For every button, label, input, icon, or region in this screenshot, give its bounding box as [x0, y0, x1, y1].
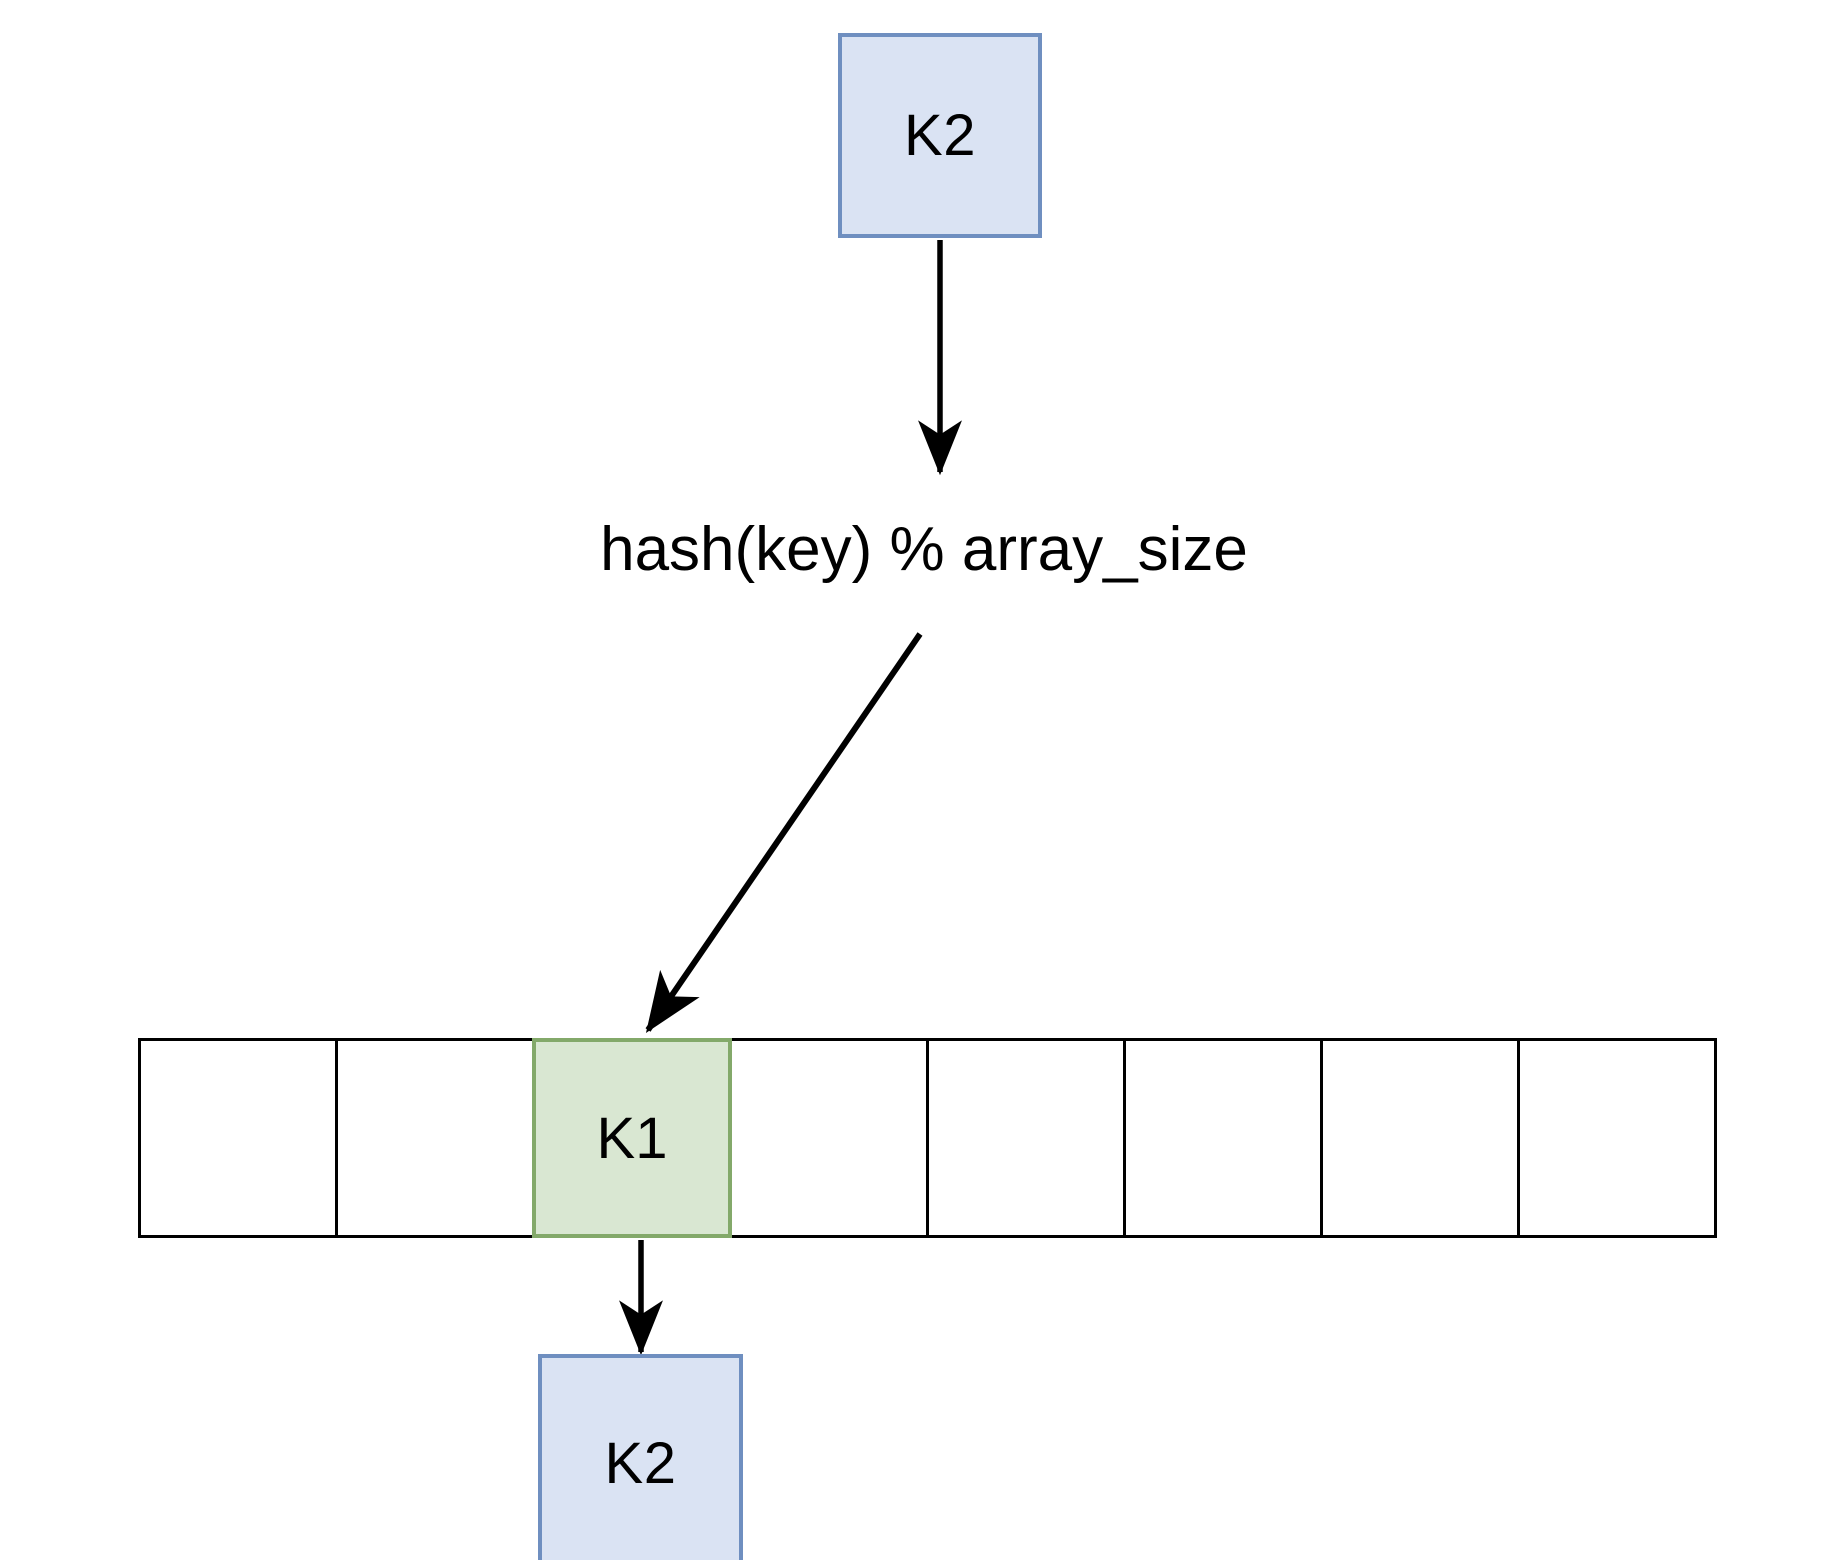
output-key-node[interactable]: K2: [538, 1354, 743, 1560]
bucket-cell-2-label: K1: [596, 1105, 668, 1171]
bucket-cell-2[interactable]: K1: [532, 1038, 732, 1238]
bucket-cell-5[interactable]: [1123, 1038, 1323, 1238]
hash-function-label: hash(key) % array_size: [600, 515, 1248, 584]
bucket-cell-7[interactable]: [1517, 1038, 1717, 1238]
bucket-cell-3[interactable]: [729, 1038, 929, 1238]
bucket-cell-4[interactable]: [926, 1038, 1126, 1238]
output-key-label: K2: [604, 1431, 677, 1496]
bucket-cell-0[interactable]: [138, 1038, 338, 1238]
bucket-cell-1[interactable]: [335, 1038, 535, 1238]
input-key-node[interactable]: K2: [838, 33, 1042, 238]
bucket-array: K1: [138, 1038, 1717, 1238]
bucket-cell-6[interactable]: [1320, 1038, 1520, 1238]
input-key-label: K2: [904, 102, 976, 168]
arrow-hash-to-bucket: [645, 632, 923, 1033]
